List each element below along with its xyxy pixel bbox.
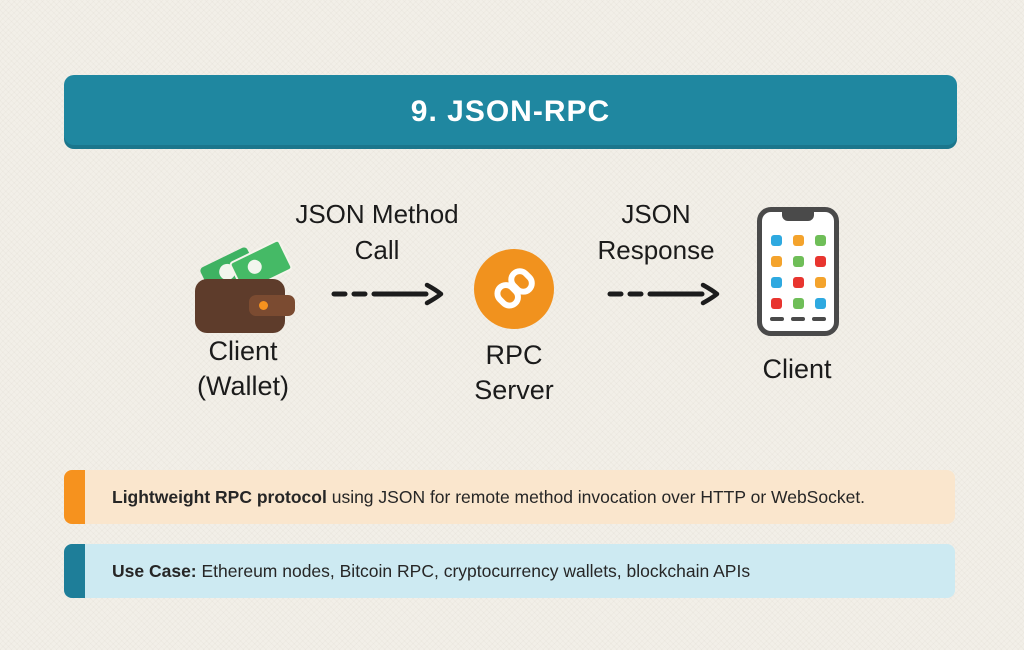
use-case-note-text: Use Case: Ethereum nodes, Bitcoin RPC, c… [112, 561, 750, 582]
app-tile-icon [815, 235, 826, 246]
dock-dash [791, 317, 805, 321]
app-tile-icon [815, 298, 826, 309]
rpc-node-label: RPC Server [424, 338, 604, 408]
note-accent-bar [64, 470, 85, 524]
wallet-strap [249, 295, 295, 316]
rpc-label-line1: RPC [485, 340, 543, 370]
protocol-note: Lightweight RPC protocol using JSON for … [64, 470, 955, 524]
app-tile-icon [771, 277, 782, 288]
wallet-icon [193, 238, 295, 335]
call-label-line1: JSON Method [295, 199, 459, 229]
call-label-line2: Call [354, 235, 400, 265]
dock-dash [812, 317, 826, 321]
response-arrow-label: JSON Response [556, 196, 756, 268]
note-accent-bar [64, 544, 85, 598]
dashed-arrow-icon [331, 282, 444, 306]
bill-oval [245, 257, 265, 277]
use-case-note-bold: Use Case: [112, 560, 197, 581]
rpc-label-line2: Server [474, 375, 554, 405]
chain-link-icon [494, 268, 535, 309]
page-title: 9. JSON-RPC [410, 95, 611, 128]
use-case-note: Use Case: Ethereum nodes, Bitcoin RPC, c… [64, 544, 955, 598]
dock-dash [770, 317, 784, 321]
wallet-label-line1: Client [208, 336, 278, 366]
app-tile-icon [815, 277, 826, 288]
dashed-arrow-icon [607, 282, 720, 306]
response-label-line2: Response [597, 235, 715, 265]
app-tile-icon [771, 298, 782, 309]
protocol-note-bold: Lightweight RPC protocol [112, 486, 327, 507]
app-tile-icon [793, 298, 804, 309]
phone-label-line1: Client [762, 354, 832, 384]
wallet-node-label: Client (Wallet) [153, 334, 333, 404]
use-case-note-rest: Ethereum nodes, Bitcoin RPC, cryptocurre… [196, 560, 751, 581]
wallet-label-line2: (Wallet) [197, 371, 289, 401]
rpc-server-icon [474, 249, 554, 329]
app-tile-icon [771, 256, 782, 267]
app-tile-icon [771, 235, 782, 246]
phone-notch [782, 211, 814, 221]
response-label-line1: JSON [621, 199, 691, 229]
protocol-note-rest: using JSON for remote method invocation … [326, 486, 866, 507]
app-tile-icon [793, 235, 804, 246]
wallet-button [259, 301, 268, 310]
phone-app-grid [771, 235, 826, 309]
title-bar: 9. JSON-RPC [64, 75, 957, 149]
app-tile-icon [815, 256, 826, 267]
phone-node-label: Client [717, 352, 877, 387]
app-tile-icon [793, 256, 804, 267]
app-tile-icon [793, 277, 804, 288]
call-arrow-label: JSON Method Call [277, 196, 477, 268]
phone-dock [762, 317, 834, 321]
smartphone-icon [757, 207, 839, 336]
protocol-note-text: Lightweight RPC protocol using JSON for … [112, 487, 865, 508]
